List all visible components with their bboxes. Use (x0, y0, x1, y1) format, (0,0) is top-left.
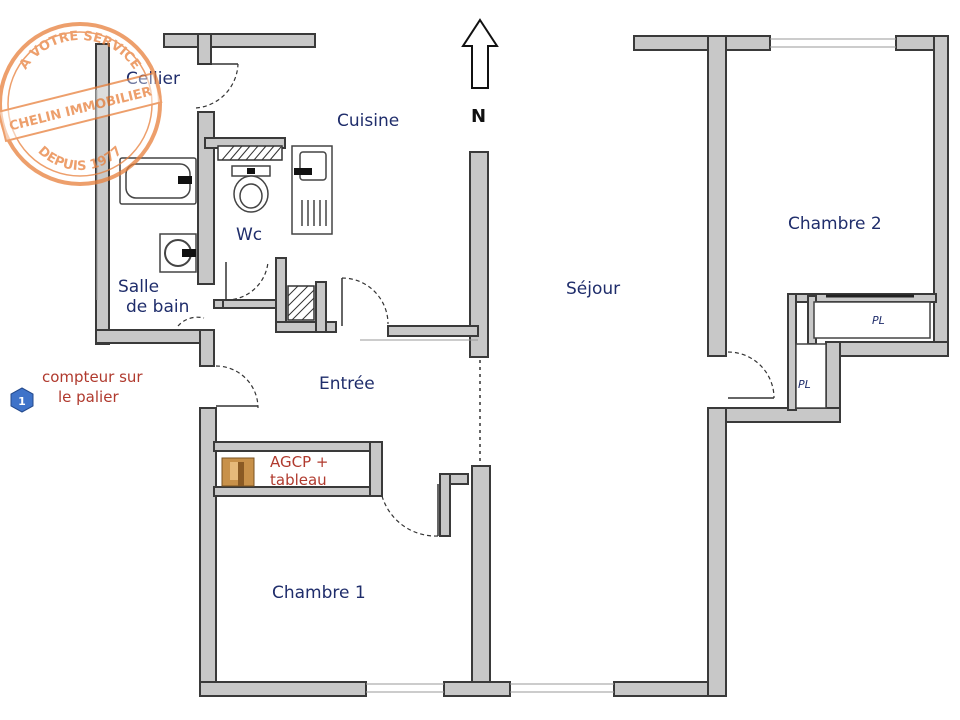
note-badge-number: 1 (18, 395, 26, 408)
note-line2: le palier (58, 388, 119, 406)
wall-wc-right (275, 257, 287, 329)
wall-agcp-right (369, 441, 383, 497)
wall-right-bottom (825, 341, 949, 357)
wall-top-right-1 (633, 35, 771, 51)
room-label-salle-line2: de bain (126, 297, 189, 317)
wall-entry-left-upper (199, 329, 215, 367)
room-label-salle-line1: Salle (118, 277, 159, 297)
closet-label-pl-left: PL (798, 378, 811, 391)
door-chambre2 (727, 351, 775, 399)
room-label-entree: Entrée (319, 374, 375, 394)
agcp-label-line1: AGCP + (270, 453, 328, 471)
agcp-label-line2: tableau (270, 471, 327, 489)
north-label: N (471, 106, 486, 127)
door-bath (177, 316, 205, 327)
walls (95, 33, 949, 697)
door-wc (225, 261, 269, 301)
doors (177, 63, 775, 537)
door-kitchen (341, 277, 389, 325)
north-arrow-icon (461, 18, 499, 89)
wall-pl-left (787, 293, 797, 411)
wall-wc-bottom (222, 299, 277, 309)
room-label-sejour: Séjour (566, 279, 620, 299)
stamp-bottom-text: DEPUIS 1977 (35, 144, 125, 175)
wall-top-left (163, 33, 316, 48)
windows (96, 38, 896, 693)
room-label-cuisine: Cuisine (337, 111, 399, 131)
door-cellier (195, 63, 239, 109)
door-chambre1 (381, 495, 439, 537)
wall-duct-right (315, 281, 327, 333)
door-entrance (215, 365, 259, 409)
wall-kitchen-entry (387, 325, 479, 337)
electrical-panel-icon (221, 457, 255, 487)
wall-bathroom-bottom (95, 329, 215, 344)
wall-agcp-top (213, 441, 377, 452)
agency-stamp: A VOTRE SERVICE DEPUIS 1977 CHELIN IMMOB… (0, 22, 163, 186)
wall-kitchen-sejour (469, 151, 489, 358)
fixtures (119, 145, 931, 487)
room-label-chambre2: Chambre 2 (788, 214, 882, 234)
room-label-wc: Wc (236, 225, 262, 245)
closet-pl-left (795, 343, 827, 409)
closet-pl-right (813, 301, 931, 339)
wall-right-outer (933, 35, 949, 357)
wall-bottom-2 (443, 681, 511, 697)
wall-sejour-bottom (707, 407, 841, 423)
room-label-chambre1: Chambre 1 (272, 583, 366, 603)
wall-bath-wc (197, 111, 215, 285)
wall-ch1-right (471, 465, 491, 697)
wall-wc-stub (213, 299, 224, 309)
wall-cellier-top-stub (197, 33, 212, 65)
closet-label-pl-right: PL (872, 314, 885, 327)
wall-duct-bottom (275, 321, 337, 333)
note-badge: 1 (10, 387, 34, 413)
wall-ch1-jamb (439, 473, 451, 537)
note-line1: compteur sur (42, 368, 143, 386)
wall-bottom-1 (199, 681, 367, 697)
wall-sejour-right-lower (707, 407, 727, 697)
room-label-cellier: Cellier (126, 69, 180, 89)
wall-sejour-chambre2 (707, 35, 727, 357)
